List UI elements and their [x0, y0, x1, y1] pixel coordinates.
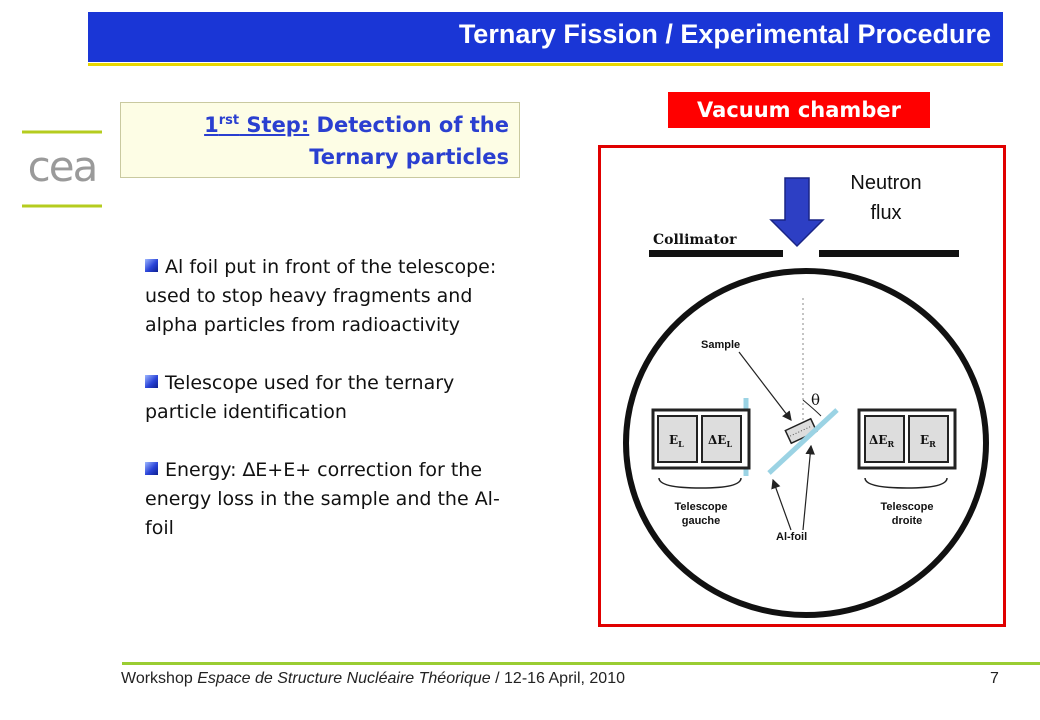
title-bar: Ternary Fission / Experimental Procedure	[88, 12, 1003, 62]
collimator-right	[819, 250, 959, 257]
title-underline	[88, 63, 1003, 66]
step-line-1: 1rst Step: Detection of the	[204, 113, 509, 137]
al-foil-pointer-1	[771, 478, 792, 531]
logo-text: cea	[28, 142, 97, 191]
collimator-label: Collimator	[653, 232, 737, 248]
footer-suffix: / 12-16 April, 2010	[490, 670, 625, 687]
del-label: ΔEL	[708, 433, 732, 449]
neutron-arrow-icon	[769, 177, 825, 248]
footer-event: Espace de Structure Nucléaire Théorique	[197, 670, 491, 687]
telescope-left	[651, 408, 751, 470]
step-box: 1rst Step: Detection of the Ternary part…	[120, 102, 520, 178]
footer-prefix: Workshop	[121, 670, 198, 687]
er-label: ER	[920, 433, 936, 449]
vacuum-chamber-label: Vacuum chamber	[668, 92, 930, 128]
cea-logo: cea	[22, 130, 102, 208]
telescope-left-label-2: gauche	[682, 515, 721, 527]
bullet-text: Telescope used for the ternary particle …	[145, 372, 455, 423]
bullet-item: Energy: ∆E+E+ correction for the energy …	[145, 456, 505, 543]
slide-title: Ternary Fission / Experimental Procedure	[458, 19, 991, 49]
footer-text: Workshop Espace de Structure Nucléaire T…	[121, 670, 625, 688]
theta-arc	[802, 399, 822, 417]
telescope-right-label-2: droite	[892, 515, 923, 527]
bullet-item: Al foil put in front of the telescope: u…	[145, 253, 505, 340]
bullet-text: Al foil put in front of the telescope: u…	[145, 256, 497, 336]
bullet-marker-icon	[145, 375, 158, 388]
footer-line	[122, 662, 1040, 665]
step-line-2: Ternary particles	[309, 145, 509, 169]
bracket-right	[864, 477, 948, 489]
chamber-diagram: Collimator Sample θ Al-foil EL ΔEL Teles…	[623, 177, 989, 618]
collimator-left	[649, 250, 783, 257]
bullet-marker-icon	[145, 462, 158, 475]
theta-label: θ	[811, 391, 820, 409]
neutron-line-2: flux	[870, 202, 902, 224]
neutron-line-1: Neutron	[850, 172, 922, 194]
al-foil-diag	[767, 408, 839, 475]
step-superscript: rst	[218, 113, 240, 128]
telescope-right-label-1: Telescope	[881, 501, 934, 513]
bullet-item: Telescope used for the ternary particle …	[145, 369, 505, 427]
bullet-marker-icon	[145, 259, 158, 272]
step-ordinal-tail: Step:	[239, 113, 310, 137]
der-label: ΔER	[869, 433, 894, 449]
telescope-right	[857, 408, 957, 470]
el-label: EL	[669, 433, 684, 449]
sample-pointer	[738, 351, 792, 421]
al-foil-label: Al-foil	[776, 531, 807, 543]
sample-label: Sample	[701, 339, 740, 351]
telescope-left-label-1: Telescope	[675, 501, 728, 513]
bracket-left	[658, 477, 742, 489]
page-number: 7	[990, 670, 999, 687]
bullet-list: Al foil put in front of the telescope: u…	[145, 253, 505, 572]
neutron-flux-label: Neutron flux	[831, 168, 941, 228]
vacuum-chamber-figure: Neutron flux Collimator Sample θ Al-foil	[598, 145, 1006, 627]
step-ordinal: 1	[204, 113, 219, 137]
bullet-text: Energy: ∆E+E+ correction for the energy …	[145, 459, 500, 539]
al-foil-pointer-2	[802, 444, 815, 531]
chamber-circle	[623, 268, 989, 618]
step-line1-rest: Detection of the	[309, 113, 509, 137]
